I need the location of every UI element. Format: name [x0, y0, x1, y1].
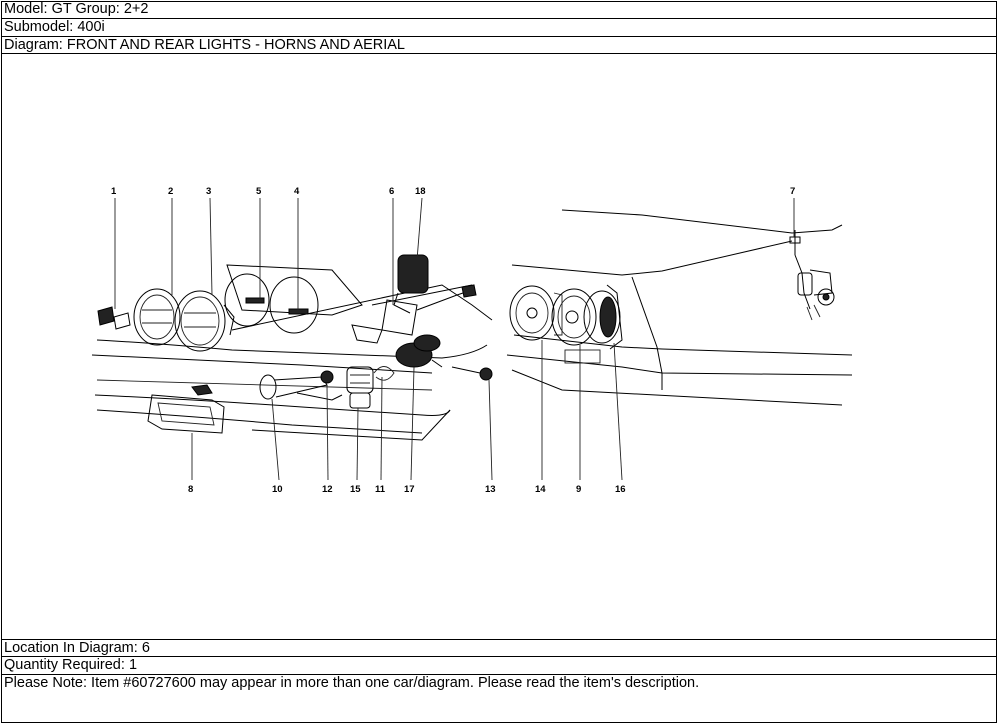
callout-10: 10 — [272, 484, 283, 495]
relay-15 — [346, 366, 374, 409]
callout-7: 7 — [790, 186, 795, 197]
callout-4: 4 — [294, 186, 300, 197]
leader-lines — [114, 197, 795, 481]
horn-17 — [395, 334, 443, 368]
sidelight-8 — [147, 384, 225, 434]
aerial-7 — [789, 230, 835, 321]
quantity-row: Quantity Required: 1 — [1, 657, 997, 675]
callout-1: 1 — [111, 186, 117, 197]
location-label: Location In Diagram: — [4, 640, 142, 656]
callout-14: 14 — [535, 484, 546, 495]
model-label: Model: — [4, 1, 52, 17]
location-value: 6 — [141, 640, 150, 656]
tail-lamp-14 — [509, 285, 563, 341]
model-row: Model: GT Group: 2+2 — [1, 1, 997, 19]
callout-12: 12 — [322, 484, 333, 495]
callout-11: 11 — [375, 484, 386, 495]
tail-lamp-9 — [551, 288, 597, 346]
wire-11 — [373, 366, 395, 381]
callout-6: 6 — [389, 186, 394, 197]
bracket-12 — [296, 370, 343, 401]
headlight-housings-5-4 — [224, 273, 319, 334]
callout-17: 17 — [404, 484, 415, 495]
diagram-label: Diagram: — [4, 37, 67, 53]
callout-15: 15 — [350, 484, 361, 495]
callout-9: 9 — [576, 484, 581, 495]
headlight-3 — [174, 290, 235, 352]
callout-13: 13 — [485, 484, 496, 495]
callout-8: 8 — [188, 484, 193, 495]
callout-labels: 1 2 3 5 4 6 18 7 8 10 12 15 11 17 13 14 … — [111, 186, 795, 495]
small-lamp-1 — [97, 306, 131, 330]
callout-3: 3 — [206, 186, 211, 197]
note-row: Please Note: Item #60727600 may appear i… — [1, 675, 997, 695]
callout-2: 2 — [168, 186, 173, 197]
connector-13 — [451, 366, 493, 381]
quantity-label: Quantity Required: — [4, 657, 129, 673]
tail-lamp-16 — [583, 290, 621, 344]
rear-body-outline — [506, 209, 853, 406]
horn-18 — [393, 254, 429, 314]
callout-18: 18 — [415, 186, 426, 197]
front-body-outline — [91, 264, 493, 441]
horn-10 — [259, 374, 328, 400]
callout-16: 16 — [615, 484, 626, 495]
model-value: GT Group: 2+2 — [51, 1, 149, 17]
callout-5: 5 — [256, 186, 262, 197]
submodel-row: Submodel: 400i — [1, 19, 997, 37]
diagram-title: FRONT AND REAR LIGHTS - HORNS AND AERIAL — [66, 37, 405, 53]
location-row: Location In Diagram: 6 — [1, 639, 997, 657]
quantity-value: 1 — [128, 657, 138, 673]
submodel-label: Submodel: — [4, 19, 78, 35]
headlight-2 — [133, 288, 181, 346]
relay-6 — [351, 284, 477, 344]
diagram-title-row: Diagram: FRONT AND REAR LIGHTS - HORNS A… — [1, 37, 997, 54]
parts-diagram: 1 2 3 5 4 6 18 7 8 10 12 15 11 17 13 14 … — [91, 186, 853, 495]
submodel-value: 400i — [77, 19, 105, 35]
note-text: Please Note: Item #60727600 may appear i… — [4, 675, 700, 691]
